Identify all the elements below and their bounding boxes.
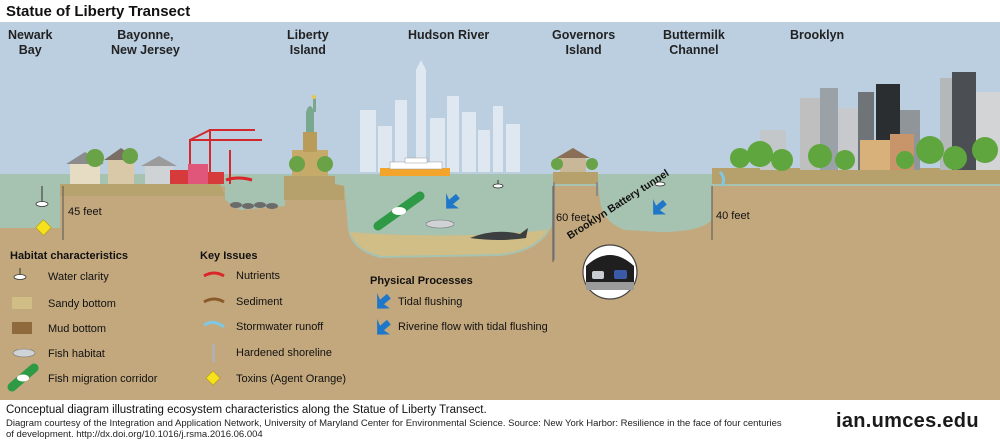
legend-toxins-label: Toxins (Agent Orange) <box>236 373 347 385</box>
stormwater-arrow <box>718 170 726 187</box>
legend-nutrients-icon <box>203 271 225 278</box>
location-line: Channel <box>669 43 719 57</box>
page-title: Statue of Liberty Transect <box>6 3 191 20</box>
oyster-reef <box>230 202 278 209</box>
location-line: Hudson River <box>408 28 490 42</box>
legend-stormwater-label: Stormwater runoff <box>236 321 324 333</box>
location-label-governors-island: Governors Island <box>552 28 615 58</box>
legend-riverine-flow-label: Riverine flow with tidal flushing <box>398 321 548 333</box>
bayonne-land <box>60 184 225 196</box>
location-label-liberty-island: Liberty Island <box>287 28 329 58</box>
location-line: Island <box>565 43 602 57</box>
legend-fish-migration-label: Fish migration corridor <box>48 373 158 385</box>
location-line: Buttermilk <box>663 28 725 42</box>
newark-bay-basin <box>0 184 60 228</box>
toxin-marker <box>35 219 52 236</box>
legend-tidal-flushing-icon <box>377 293 391 309</box>
legend-water-clarity-icon <box>13 268 27 280</box>
location-line: Bayonne, <box>117 28 174 42</box>
location-line: Liberty <box>287 28 329 42</box>
legend-fish-habitat-label: Fish habitat <box>48 348 105 360</box>
shipping-containers <box>170 164 224 184</box>
location-label-buttermilk-channel: Buttermilk Channel <box>663 28 725 58</box>
legend-physical-heading: Physical Processes <box>370 275 473 287</box>
nutrient-arrow <box>225 176 253 182</box>
water-clarity-disk <box>35 178 666 207</box>
manhattan-skyline <box>360 60 520 172</box>
brooklyn-trees <box>730 136 998 171</box>
governors-island-land <box>553 172 598 184</box>
fish-habitat <box>425 219 455 229</box>
legend-sediment-label: Sediment <box>236 296 283 308</box>
legend-hardened-shoreline-label: Hardened shoreline <box>236 347 333 359</box>
legend-mud-bottom-label: Mud bottom <box>48 323 107 335</box>
legend-riverine-flow-icon <box>377 319 391 335</box>
location-line: Governors <box>552 28 616 42</box>
location-label-newark-bay: Newark Bay <box>8 28 52 58</box>
sturgeon <box>470 228 528 240</box>
legend-water-clarity-label: Water clarity <box>48 271 109 283</box>
liberty-island-land <box>284 176 344 200</box>
legend-fish-migration-icon <box>7 363 39 392</box>
legend-nutrients-label: Nutrients <box>236 270 281 282</box>
legend-sandy-bottom-label: Sandy bottom <box>48 298 116 310</box>
ian-logo[interactable]: ian.umces.edu <box>836 410 979 432</box>
depth-label-newark: 45 feet <box>68 206 102 218</box>
tidal-arrows <box>446 193 667 215</box>
depth-label-buttermilk: 40 feet <box>716 210 750 222</box>
fish-migration-arrow <box>373 191 425 231</box>
depth-label-hudson: 60 feet <box>556 212 590 224</box>
legend-fish-habitat-icon <box>12 348 36 358</box>
governors-island-house <box>551 148 598 172</box>
brooklyn-battery-tunnel <box>582 244 638 300</box>
location-line: New Jersey <box>111 43 180 57</box>
location-label-hudson-river: Hudson River <box>408 28 489 43</box>
statue-of-liberty <box>289 95 333 176</box>
location-line: Brooklyn <box>790 28 845 42</box>
legend-habitat-heading: Habitat characteristics <box>10 250 128 262</box>
location-line: Bay <box>18 43 42 57</box>
location-label-brooklyn: Brooklyn <box>790 28 844 43</box>
location-line: Newark <box>8 28 53 42</box>
figure-caption: Conceptual diagram illustrating ecosyste… <box>6 404 487 416</box>
location-label-bayonne: Bayonne, New Jersey <box>111 28 180 58</box>
legend-key-issues-heading: Key Issues <box>200 250 258 262</box>
legend-tidal-flushing-label: Tidal flushing <box>398 296 463 308</box>
legend-mud-bottom-icon <box>12 322 32 334</box>
legend-sediment-icon <box>203 297 225 304</box>
location-line: Island <box>289 43 326 57</box>
legend-sandy-bottom-icon <box>12 297 32 309</box>
figure-credit: Diagram courtesy of the Integration and … <box>6 418 782 440</box>
brooklyn-land <box>712 168 1000 184</box>
legend-toxins-icon <box>205 370 221 386</box>
legend-hardened-shoreline-icon <box>212 344 215 362</box>
bayonne-houses <box>66 148 177 184</box>
staten-island-ferry <box>380 157 450 176</box>
legend-stormwater-icon <box>203 320 225 329</box>
